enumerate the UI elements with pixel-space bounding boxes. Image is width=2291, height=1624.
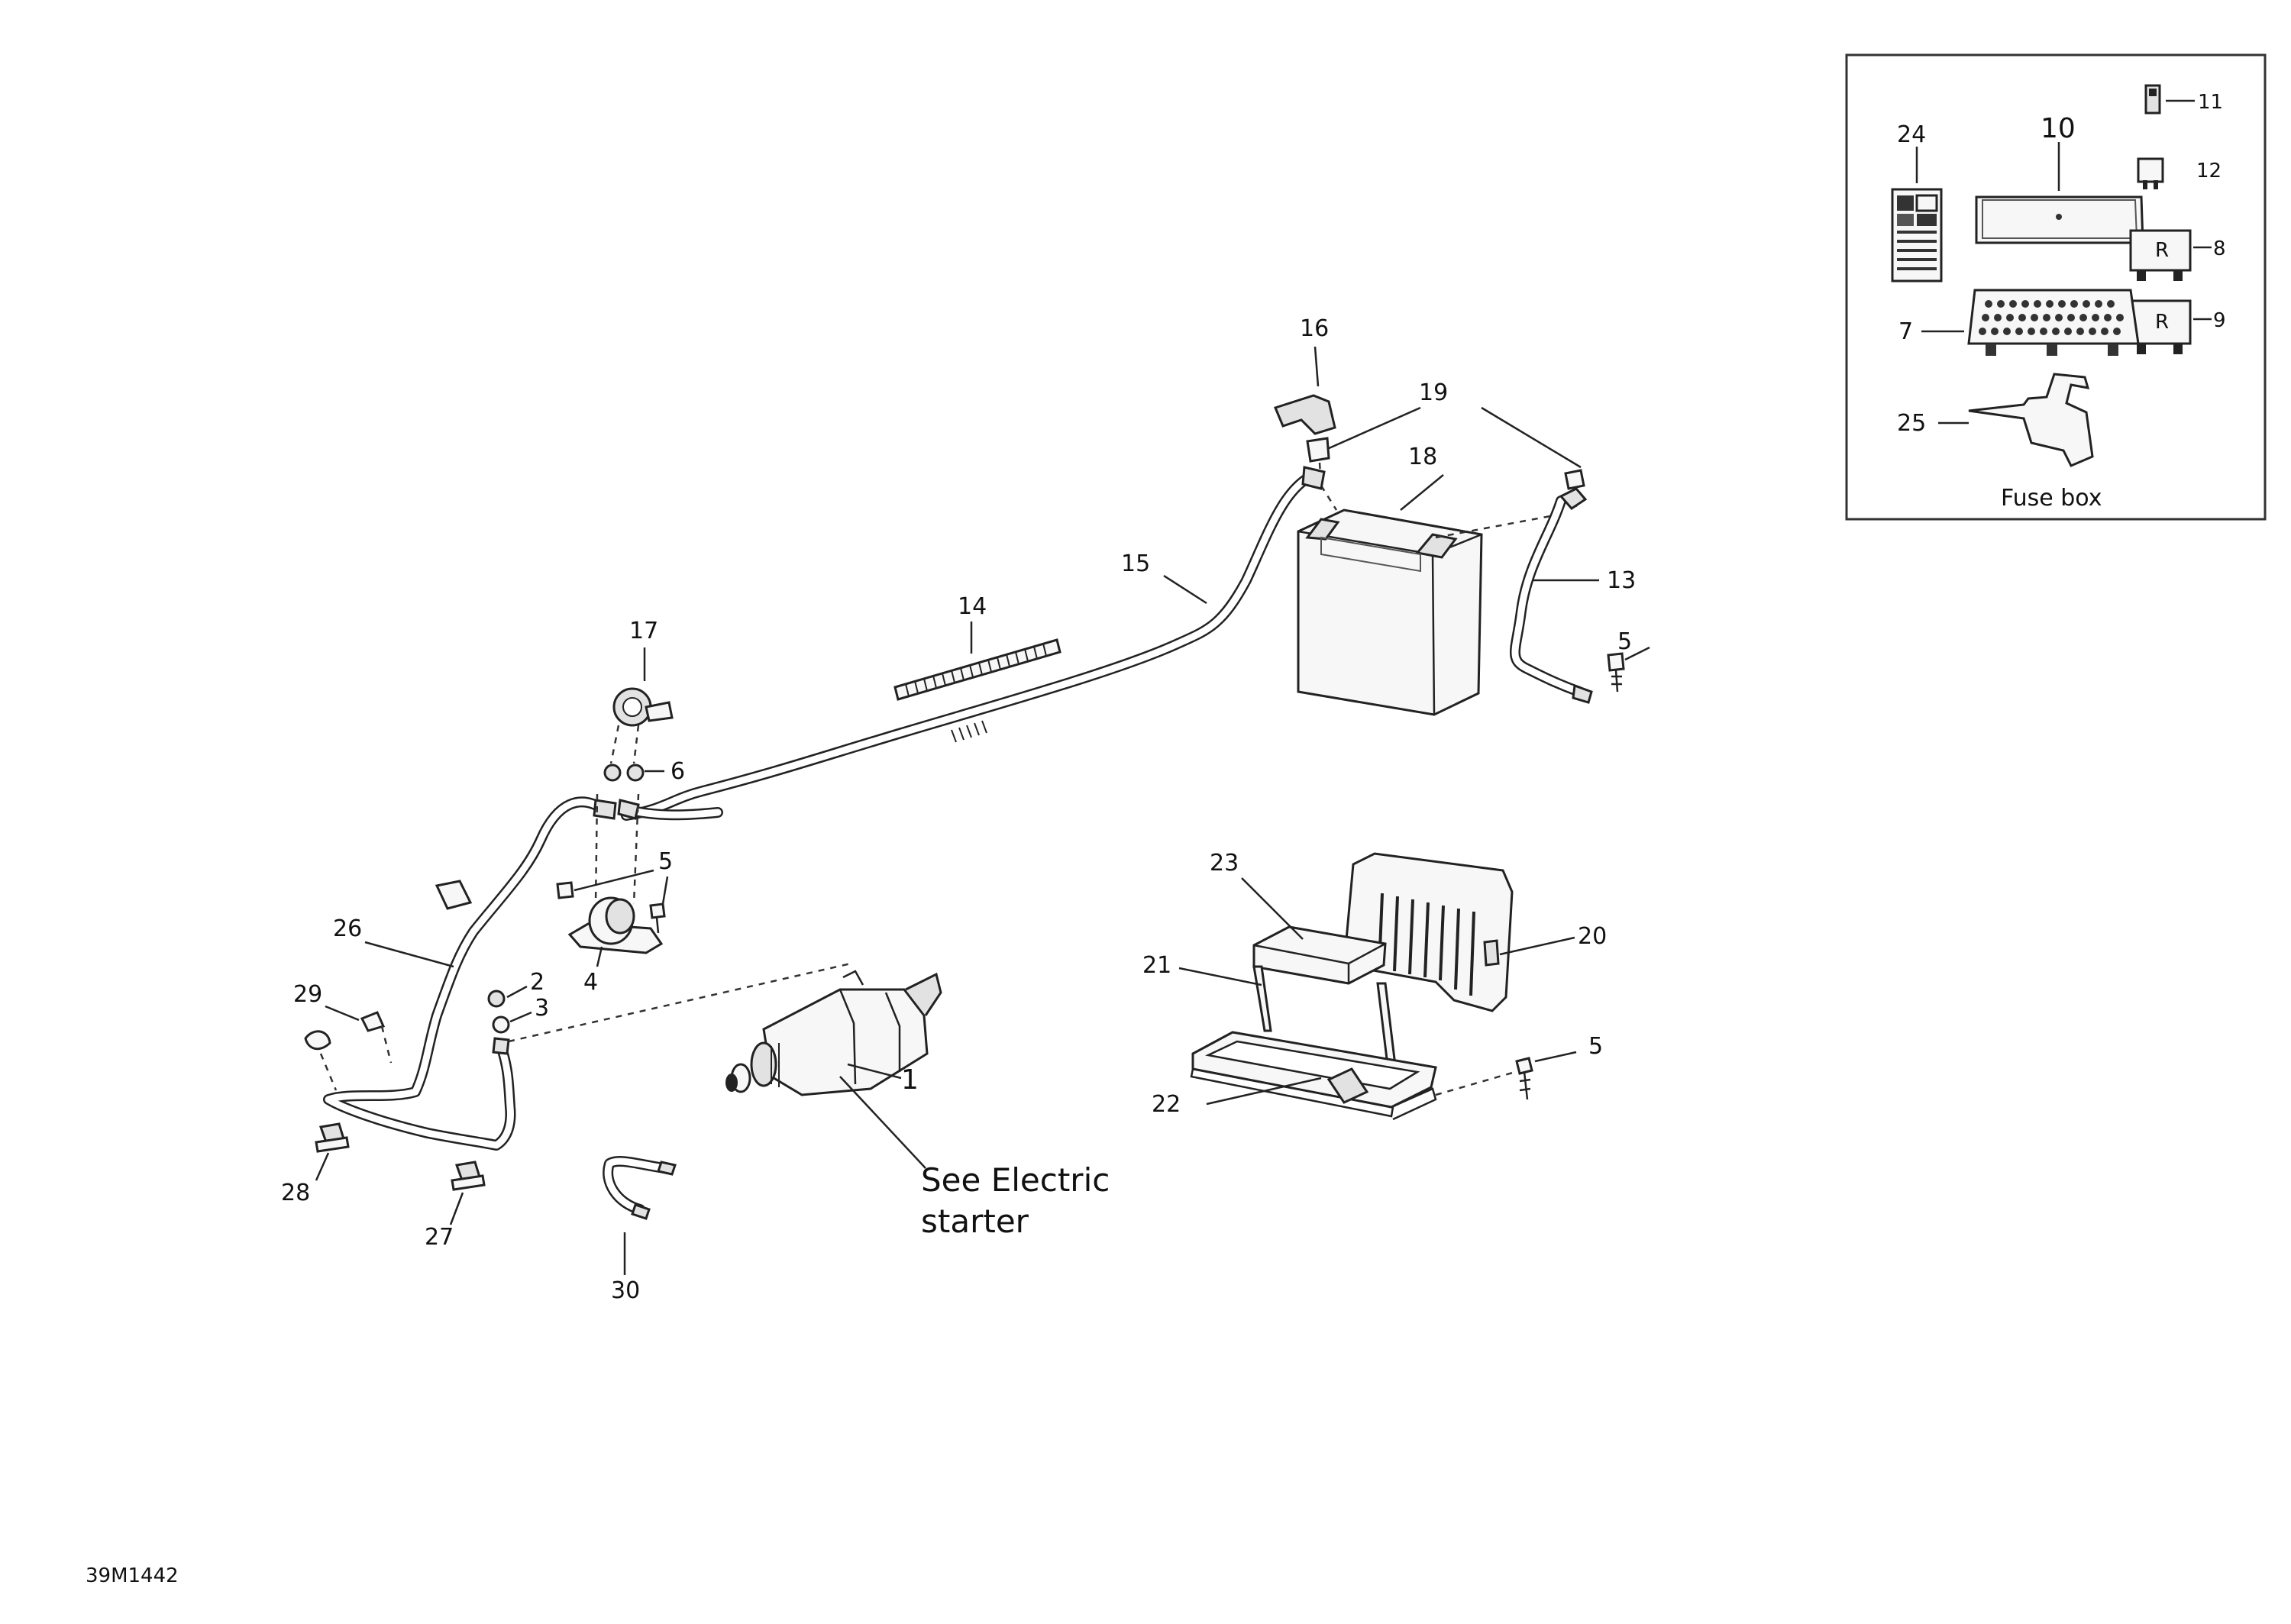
callout-23: 23 bbox=[1210, 850, 1239, 877]
callout-27: 27 bbox=[425, 1224, 454, 1251]
part-10-cover bbox=[1975, 142, 2144, 244]
part-20-battery-cover bbox=[1343, 852, 1575, 1012]
part-16-terminal-cover bbox=[1273, 346, 1336, 435]
callout-19: 19 bbox=[1419, 379, 1448, 406]
part-6-nuts bbox=[603, 764, 664, 782]
part-29-clips bbox=[304, 1005, 393, 1091]
callout-3: 3 bbox=[535, 995, 549, 1022]
callout-13: 13 bbox=[1607, 567, 1636, 594]
part-27-clip bbox=[449, 1161, 486, 1225]
callout-5-battery: 5 bbox=[1617, 628, 1632, 655]
part-19-screws bbox=[1306, 406, 1585, 508]
callout-28: 28 bbox=[281, 1180, 310, 1206]
part-8-relay bbox=[2129, 229, 2212, 281]
callout-6: 6 bbox=[670, 758, 685, 785]
part-28-clip bbox=[315, 1122, 350, 1181]
callout-10: 10 bbox=[2041, 113, 2076, 144]
part-18-battery bbox=[1297, 474, 1551, 716]
part-2-3-nut-washer bbox=[487, 985, 532, 1034]
part-9-relay bbox=[2129, 299, 2212, 354]
note-line-1: See Electric bbox=[921, 1161, 1110, 1199]
callout-18: 18 bbox=[1408, 444, 1437, 470]
callout-29: 29 bbox=[293, 981, 322, 1008]
grommet bbox=[435, 880, 473, 910]
relay-9-mark: R bbox=[2155, 311, 2169, 334]
callout-16: 16 bbox=[1300, 315, 1329, 342]
part-22-battery-tray bbox=[1190, 1031, 1437, 1121]
part-30-jumper bbox=[603, 1156, 677, 1275]
callout-labels: 1 2 3 4 5 5 5 6 7 8 9 10 11 12 13 14 15 … bbox=[281, 91, 2226, 1304]
callout-20: 20 bbox=[1578, 923, 1607, 950]
part-13-ground-cable bbox=[1510, 487, 1599, 704]
callout-22: 22 bbox=[1152, 1091, 1181, 1118]
part-5-screws-solenoid bbox=[556, 869, 669, 934]
part-12-fuse bbox=[2137, 157, 2164, 189]
callout-25: 25 bbox=[1897, 410, 1926, 437]
callout-24: 24 bbox=[1897, 121, 1926, 148]
image-code: 39M1442 bbox=[86, 1564, 179, 1587]
relay-8-mark: R bbox=[2155, 239, 2169, 262]
callout-21: 21 bbox=[1142, 952, 1171, 979]
callout-4: 4 bbox=[583, 969, 598, 996]
callout-8: 8 bbox=[2213, 237, 2226, 260]
callout-5-solenoid: 5 bbox=[658, 848, 673, 875]
part-14-conduit bbox=[893, 622, 1061, 701]
callout-17: 17 bbox=[629, 618, 658, 644]
part-5-bolt-tray bbox=[1435, 1051, 1577, 1100]
callout-5-tray: 5 bbox=[1588, 1033, 1603, 1060]
part-7-fuse-block bbox=[1921, 289, 2140, 356]
callout-30: 30 bbox=[611, 1277, 640, 1304]
part-15-positive-cable bbox=[621, 466, 1326, 821]
callout-9: 9 bbox=[2213, 309, 2226, 332]
part-26-starter-cable bbox=[323, 796, 723, 1151]
callout-12: 12 bbox=[2196, 160, 2222, 182]
part-17-terminal-cover bbox=[609, 647, 674, 764]
fuse-box-inset bbox=[1845, 53, 2267, 521]
callout-15: 15 bbox=[1121, 550, 1150, 577]
part-1-starter bbox=[508, 962, 942, 1169]
part-25-bracket bbox=[1938, 373, 2094, 467]
part-11-fuse bbox=[2144, 84, 2195, 115]
part-24-label bbox=[1891, 147, 1943, 283]
callout-26: 26 bbox=[333, 915, 362, 942]
inset-title: Fuse box bbox=[2001, 485, 2102, 512]
part-4-solenoid bbox=[567, 793, 664, 967]
callout-7: 7 bbox=[1898, 318, 1913, 345]
callout-11: 11 bbox=[2198, 91, 2223, 114]
callout-1: 1 bbox=[901, 1064, 919, 1096]
note-line-2: starter bbox=[921, 1203, 1029, 1240]
part-5-screw-battery bbox=[1607, 646, 1650, 693]
callout-14: 14 bbox=[958, 593, 987, 620]
callout-2: 2 bbox=[530, 969, 544, 996]
